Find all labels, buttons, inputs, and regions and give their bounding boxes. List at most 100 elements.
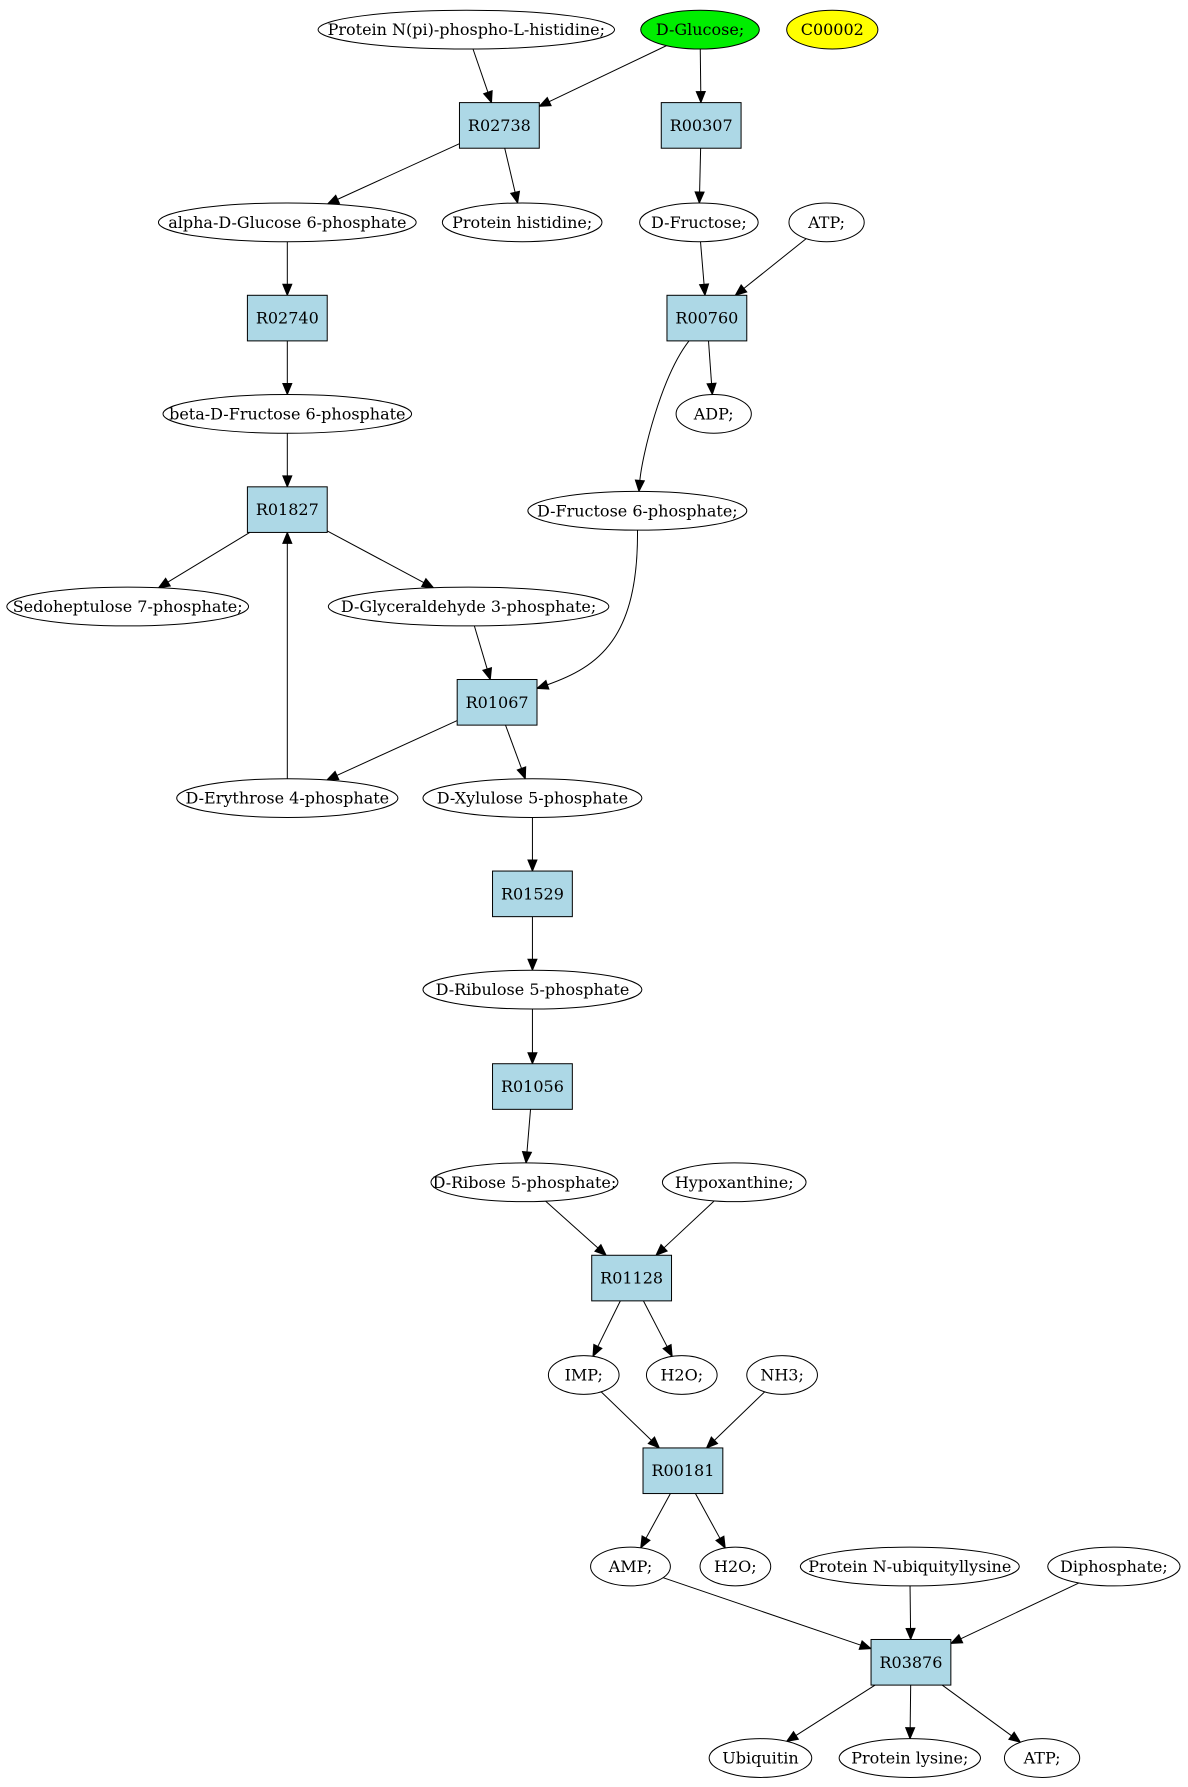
edge-line [699, 49, 702, 93]
compound-node-amp[interactable]: AMP; [590, 1546, 671, 1587]
compound-node-nh3[interactable]: NH3; [746, 1355, 818, 1395]
node-label: ATP; [1023, 1749, 1061, 1768]
compound-node-d-ribulose-5-phosphate[interactable]: D-Ribulose 5-phosphate [422, 969, 643, 1010]
compound-ellipse [176, 778, 399, 818]
edge-line [545, 1200, 599, 1249]
arrowhead [157, 577, 172, 589]
compound-node-protein-n-ubiquityllysine[interactable]: Protein N-ubiquityllysine [799, 1546, 1020, 1587]
reaction-node-r01529[interactable]: R01529 [492, 870, 573, 918]
arrowhead [509, 190, 521, 205]
compound-node-hypoxanthine[interactable]: Hypoxanthine; [661, 1162, 807, 1203]
edge-r01067-to-e4p [325, 720, 458, 781]
reaction-node-r01056[interactable]: R01056 [492, 1063, 573, 1110]
edge-line [700, 241, 705, 286]
arrowhead [858, 1639, 873, 1650]
edges-layer [157, 45, 1080, 1743]
node-label: Protein N(pi)-phospho-L-histidine; [328, 20, 605, 39]
edge-atp1-to-r00760 [734, 238, 807, 297]
compound-node-imp[interactable]: IMP; [547, 1355, 620, 1395]
node-label: Ubiquitin [722, 1749, 798, 1768]
reaction-node-r03876[interactable]: R03876 [870, 1638, 952, 1686]
nodes-layer: Protein N(pi)-phospho-L-histidine; D-Gluc… [6, 9, 1181, 1778]
compound-ellipse [799, 1546, 1020, 1587]
compound-node-beta-d-fructose-6-phosphate[interactable]: beta-D-Fructose 6-phosphate [162, 393, 413, 434]
edge-line [639, 340, 690, 482]
compound-node-atp[interactable]: ATP; [1003, 1738, 1081, 1778]
node-label: beta-D-Fructose 6-phosphate [169, 404, 405, 423]
node-label: ATP; [807, 213, 845, 232]
arrowhead [282, 531, 293, 544]
edge-r03876-to-prot-lys [904, 1685, 916, 1740]
compound-node-h2o[interactable]: H2O; [699, 1546, 772, 1587]
reaction-node-r01827[interactable]: R01827 [246, 486, 328, 533]
reaction-node-r02740[interactable]: R02740 [246, 294, 328, 342]
compound-node-d-glyceraldehyde-3-phosphate[interactable]: D-Glyceraldehyde 3-phosphate; [327, 586, 610, 627]
edge-r00760-to-adp [706, 340, 717, 396]
compound-node-atp[interactable]: ATP; [788, 202, 865, 243]
edge-r01827-to-g3p [326, 530, 435, 589]
node-label: R00181 [651, 1461, 714, 1480]
arrowhead [949, 1633, 964, 1645]
reaction-node-r02738[interactable]: R02738 [458, 102, 540, 149]
reaction-node-r01128[interactable]: R01128 [591, 1254, 673, 1302]
reaction-box [666, 294, 748, 342]
edge-line [662, 1577, 862, 1646]
edge-line [941, 1684, 1013, 1737]
node-label: Sedoheptulose 7-phosphate; [13, 597, 243, 616]
compound-node-sedoheptulose-7-phosphate[interactable]: Sedoheptulose 7-phosphate; [6, 586, 250, 627]
compound-node-h2o[interactable]: H2O; [645, 1355, 718, 1395]
compound-ellipse [661, 1162, 807, 1203]
reaction-node-r00307[interactable]: R00307 [660, 102, 742, 149]
reaction-box [458, 102, 540, 149]
compound-ellipse [1047, 1546, 1181, 1587]
compound-ellipse [788, 202, 865, 243]
legend-compound-node-c00002[interactable]: C00002 [786, 9, 879, 50]
reaction-node-r00181[interactable]: R00181 [642, 1447, 724, 1495]
compound-node-diphosphate[interactable]: Diphosphate; [1047, 1546, 1181, 1587]
reaction-box [642, 1447, 724, 1495]
compound-ellipse [317, 9, 616, 50]
reaction-node-r00760[interactable]: R00760 [666, 294, 748, 342]
edge-line [596, 1300, 621, 1348]
edge-imp-to-r00181 [600, 1391, 661, 1449]
compound-node-d-fructose[interactable]: D-Fructose; [639, 202, 759, 243]
arrowhead [905, 1627, 916, 1641]
node-label: R01827 [256, 500, 319, 519]
edge-line [794, 1684, 876, 1737]
edge-line [694, 1493, 721, 1540]
arrowhead [420, 577, 435, 589]
edge-d-fructose-to-r00760 [698, 241, 710, 297]
compound-node-protein-n-pi-phospho-l-histidine[interactable]: Protein N(pi)-phospho-L-histidine; [317, 9, 616, 50]
reaction-node-r01067[interactable]: R01067 [456, 679, 538, 726]
edge-alpha-g6p-to-r02740 [282, 241, 293, 297]
compound-node-d-ribose-5-phosphate[interactable]: D-Ribose 5-phosphate; [430, 1162, 619, 1203]
compound-node-alpha-d-glucose-6-phosphate[interactable]: alpha-D-Glucose 6-phosphate [157, 202, 417, 243]
compound-node-d-xylulose-5-phosphate[interactable]: D-Xylulose 5-phosphate [422, 778, 643, 818]
node-label: C00002 [801, 20, 864, 39]
edge-d-glucose-to-r00307 [695, 49, 707, 104]
compound-node-ubiquitin[interactable]: Ubiquitin [708, 1738, 813, 1778]
compound-ellipse [6, 586, 250, 627]
node-label: Protein histidine; [452, 213, 592, 232]
edge-r02738-to-protein-his [504, 148, 521, 205]
compound-ellipse [547, 1355, 620, 1395]
compound-node-d-fructose-6-phosphate[interactable]: D-Fructose 6-phosphate; [527, 490, 748, 531]
compound-node-protein-lysine[interactable]: Protein lysine; [838, 1738, 981, 1778]
edge-line [335, 720, 458, 777]
compound-ellipse [639, 202, 759, 243]
arrowhead [655, 1243, 669, 1257]
node-label: D-Xylulose 5-phosphate [437, 789, 628, 808]
node-label: Diphosphate; [1060, 1557, 1168, 1576]
edge-line [699, 148, 702, 193]
compound-ellipse [675, 393, 752, 434]
compound-node-adp[interactable]: ADP; [675, 393, 752, 434]
compound-ellipse [746, 1355, 818, 1395]
edge-d-f6p-to-r01067 [535, 530, 638, 690]
start-compound-node-d-glucose[interactable]: D-Glucose; [640, 9, 760, 50]
arrowhead [326, 194, 341, 205]
node-label: ADP; [693, 404, 734, 423]
compound-node-protein-histidine[interactable]: Protein histidine; [441, 202, 603, 243]
node-label: R03876 [879, 1653, 942, 1672]
compound-node-d-erythrose-4-phosphate[interactable]: D-Erythrose 4-phosphate [176, 778, 399, 818]
edge-line [504, 148, 516, 194]
